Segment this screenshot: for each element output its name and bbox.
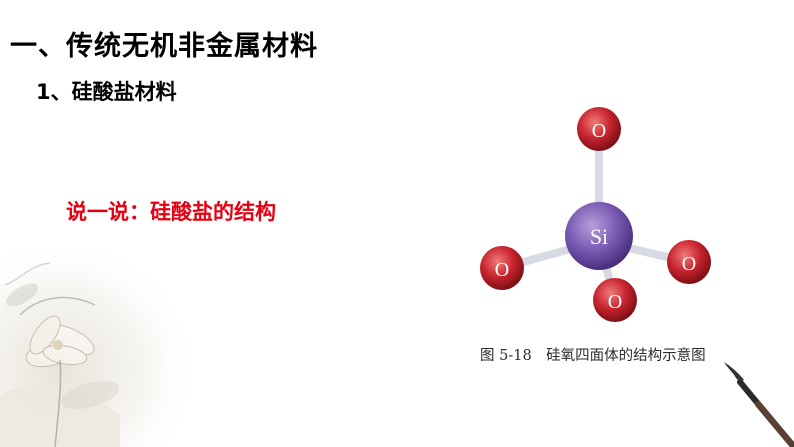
oxygen-label: O <box>495 259 509 281</box>
slide-title: 一、传统无机非金属材料 <box>10 31 318 62</box>
oxygen-label: O <box>682 253 696 275</box>
lotus-painting-decoration <box>0 255 200 447</box>
figure-caption: 图 5-18 硅氧四面体的结构示意图 <box>480 348 706 364</box>
oxygen-atom-top: O <box>577 107 621 151</box>
oxygen-label: O <box>592 120 606 142</box>
silicon-atom: Si <box>565 202 633 270</box>
oxygen-label: O <box>608 291 622 313</box>
oxygen-atom-bottom: O <box>593 278 637 322</box>
discussion-prompt: 说一说：硅酸盐的结构 <box>66 200 276 224</box>
silicon-oxygen-tetrahedron-diagram: O O O Si O <box>480 107 711 322</box>
section-subtitle: 1、硅酸盐材料 <box>36 80 177 104</box>
oxygen-atom-right: O <box>667 240 711 284</box>
oxygen-atom-left: O <box>480 246 524 290</box>
brush-decoration <box>724 362 794 447</box>
silicon-label: Si <box>590 224 608 249</box>
